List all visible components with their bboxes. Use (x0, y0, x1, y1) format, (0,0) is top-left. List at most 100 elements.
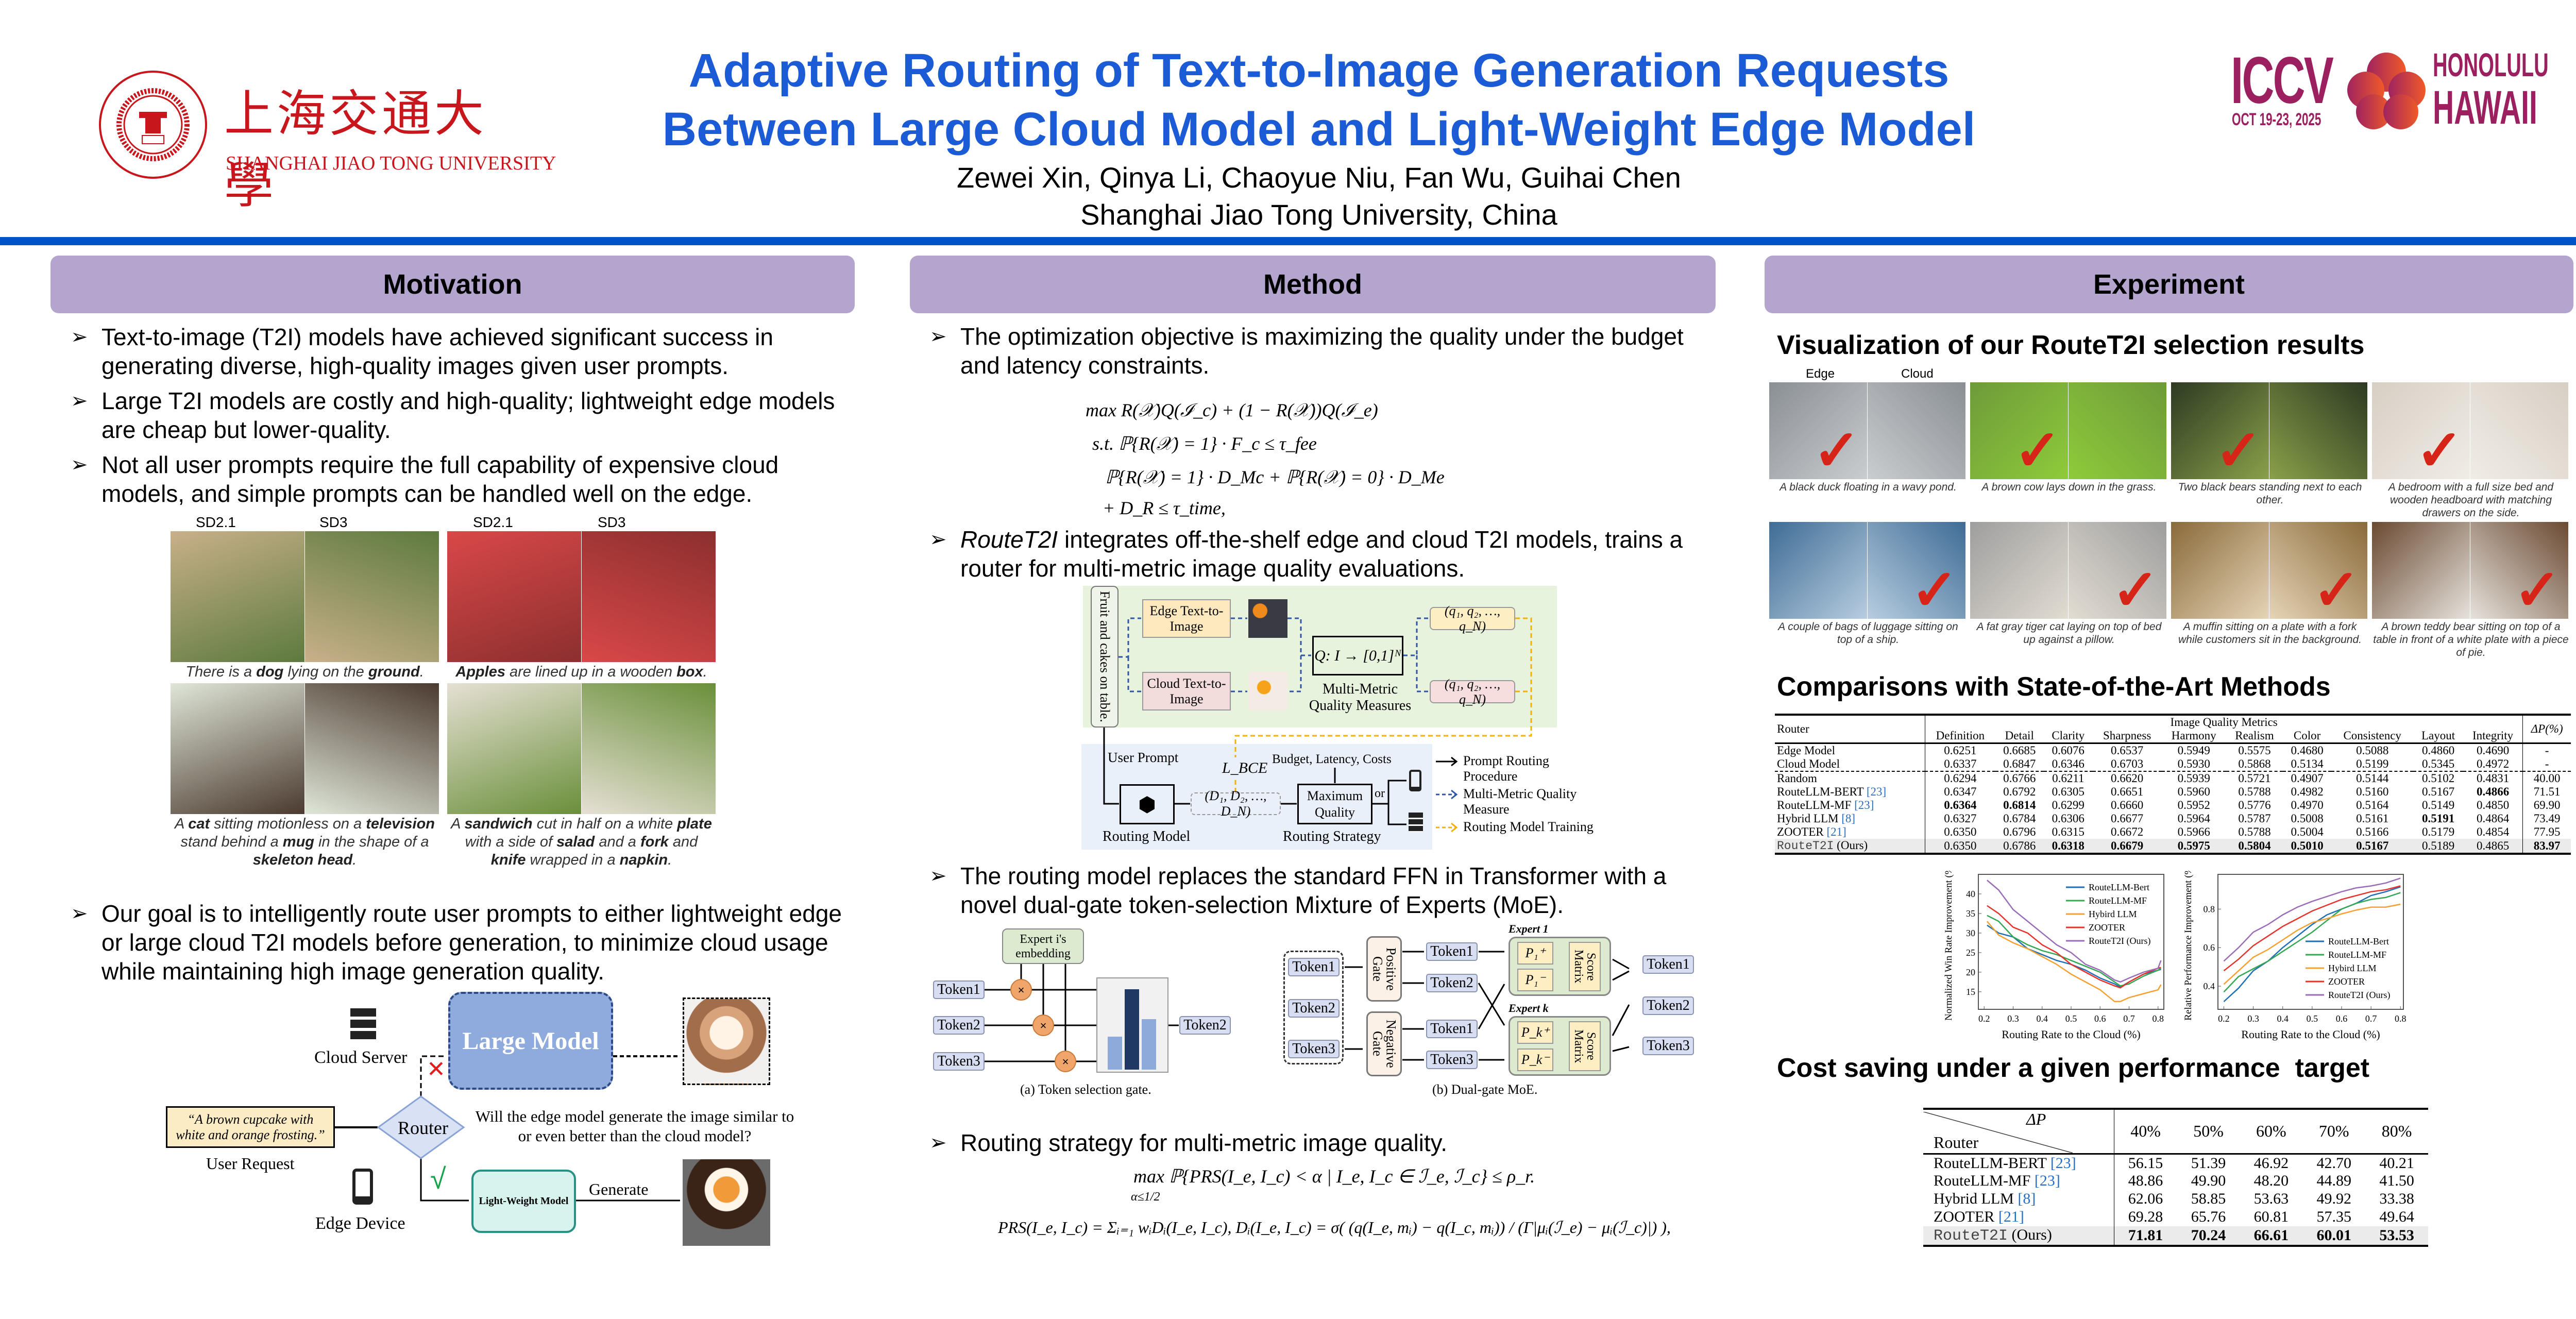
score-matrix-label: Score Matrix (1572, 950, 1598, 984)
router-name: RouteLLM-MF (1777, 799, 1852, 811)
cloud-result-image (2069, 522, 2166, 619)
delta-cell: - (2522, 743, 2571, 757)
legend-label: ZOOTER (2089, 922, 2125, 933)
caption-keyword: napkin (619, 852, 668, 868)
router-suffix: (Ours) (2008, 1226, 2052, 1243)
metric-cell: 0.5164 (2356, 799, 2389, 811)
legend-label: RouteLLM-Bert (2089, 882, 2149, 892)
metric-cell: 0.6814 (2003, 799, 2036, 811)
x-tick-label: 0.3 (2247, 1013, 2259, 1024)
metric-header: Clarity (2052, 729, 2085, 742)
target-header: 60% (2256, 1122, 2286, 1141)
citation-link[interactable]: [21] (1826, 825, 1846, 838)
citation-link[interactable]: [21] (1998, 1208, 2024, 1225)
sd3-image (305, 683, 439, 814)
metric-cell: 0.5949 (2177, 744, 2210, 757)
cost-saving-cell: 69.28 (2128, 1208, 2163, 1225)
legend-label: RouteT2I (Ours) (2328, 990, 2390, 1001)
cost-saving-cell: 56.15 (2128, 1154, 2163, 1172)
moe-input-token-3: Token3 (1288, 1040, 1340, 1058)
iccv-dates: OCT 19-23, 2025 (2232, 110, 2321, 129)
legend-multi-metric: Multi-Metric Quality Measure (1463, 786, 1577, 817)
metric-cell: 0.4680 (2291, 744, 2324, 757)
metric-header: Harmony (2171, 729, 2216, 742)
iccv-state: HAWAII (2433, 81, 2537, 134)
metric-cell: 0.5788 (2238, 825, 2271, 838)
latency-constraint-cont: + D_R ≤ τ_time, (1103, 498, 1226, 518)
router-header: Router (1775, 715, 1926, 743)
cost-saving-cell: 49.64 (2379, 1208, 2414, 1225)
result-caption: A brown cow lays down in the grass. (1981, 481, 2157, 493)
router-name-cell: Cloud Model (1775, 757, 1926, 771)
cloud-column-label: Cloud (1901, 367, 1934, 381)
router-name-cell: Edge Model (1775, 743, 1926, 757)
router-name-cell: ZOOTER [21] (1775, 825, 1926, 839)
selected-check-icon: ✓ (2112, 559, 2160, 622)
cloud-result-image (1868, 382, 1965, 479)
y-axis-label: Relative Performance Improvement (%) (2183, 871, 2194, 1021)
metric-cell: 0.4972 (2476, 757, 2510, 770)
caption-text: in the shape of a (314, 834, 429, 850)
svg-text:×: × (1062, 1055, 1069, 1068)
sd3-image (582, 531, 716, 662)
citation-link[interactable]: [8] (1841, 812, 1856, 825)
metric-header: Consistency (2343, 729, 2401, 742)
x-tick-label: 0.7 (2365, 1013, 2377, 1024)
metric-cell: 0.5868 (2238, 757, 2271, 770)
citation-link[interactable]: [23] (1854, 799, 1874, 811)
user-request-label: User Request (206, 1154, 295, 1173)
metric-cell: 0.5721 (2238, 772, 2271, 785)
citation-link[interactable]: [23] (2034, 1172, 2060, 1189)
metric-cell: 0.5167 (2421, 785, 2455, 798)
metric-cell: 0.5088 (2356, 744, 2389, 757)
cloud-result-image (2269, 382, 2367, 479)
caption-text: stand behind a (180, 834, 283, 850)
cost-saving-cell: 71.81 (2114, 1226, 2177, 1246)
metric-cell: 0.4865 (2463, 839, 2523, 854)
metric-header: Definition (1936, 729, 1985, 742)
router-name: Random (1777, 772, 1817, 785)
metric-cell: 0.5952 (2177, 799, 2210, 811)
metric-cell: 0.6364 (1944, 799, 1977, 811)
metric-cell: 0.5787 (2238, 812, 2271, 825)
result-caption: Two black bears standing next to each ot… (2178, 481, 2362, 506)
citation-link[interactable]: [23] (2050, 1154, 2076, 1172)
negative-gate: Negative Gate (1366, 1011, 1402, 1076)
metric-cell: 0.6211 (2052, 772, 2084, 785)
reject-mark: ✕ (427, 1057, 446, 1082)
metric-cell: 0.4982 (2291, 785, 2324, 798)
metric-cell: 0.5966 (2177, 825, 2210, 838)
caption-text: cut in half on a white (532, 816, 677, 832)
legend-label: RouteLLM-Bert (2328, 936, 2389, 946)
routing-objective-subscript: α≤1/2 (1131, 1190, 1160, 1204)
series-line-zooter (1987, 905, 2161, 989)
citation-link[interactable]: [8] (2018, 1190, 2036, 1207)
score-matrix-k: Score Matrix (1569, 1021, 1601, 1071)
caption-keyword: salad (556, 834, 595, 850)
caption-text: . (352, 852, 357, 868)
caption-keyword: skeleton head (252, 852, 353, 868)
motivation-bullet: Not all user prompts require the full ca… (71, 450, 854, 508)
metric-cell: 0.5160 (2356, 785, 2389, 798)
edge-result-image (2372, 522, 2470, 619)
x-tick-label: 0.2 (1978, 1013, 1990, 1024)
cloud-server-icon (350, 1008, 376, 1042)
delta-p-label: ΔP (2026, 1110, 2046, 1128)
y-axis-label: Normalized Win Rate Improvement (%) (1943, 871, 1954, 1021)
citation-link[interactable]: [23] (1866, 785, 1887, 798)
metric-cell: 0.5199 (2356, 757, 2389, 770)
metric-cell: 0.5134 (2291, 757, 2324, 770)
svg-text:×: × (1018, 984, 1025, 996)
pos-token-2: Token2 (1426, 974, 1478, 992)
router-name-cell: RouteT2I (Ours) (1775, 839, 1926, 854)
cloud-server-label: Cloud Server (314, 1048, 408, 1067)
result-caption: A fat gray tiger cat laying on top of be… (1976, 621, 2162, 646)
metric-cell: 0.6294 (1944, 772, 1977, 785)
caption-keyword: Apples (455, 664, 505, 680)
router-name: Hybrid LLM (1934, 1190, 2014, 1207)
result-caption: A brown teddy bear sitting on top of a t… (2373, 621, 2569, 658)
legend-routing-training: Routing Model Training (1463, 819, 1594, 834)
routet2i-description: integrates off-the-shelf edge and cloud … (960, 526, 1683, 582)
